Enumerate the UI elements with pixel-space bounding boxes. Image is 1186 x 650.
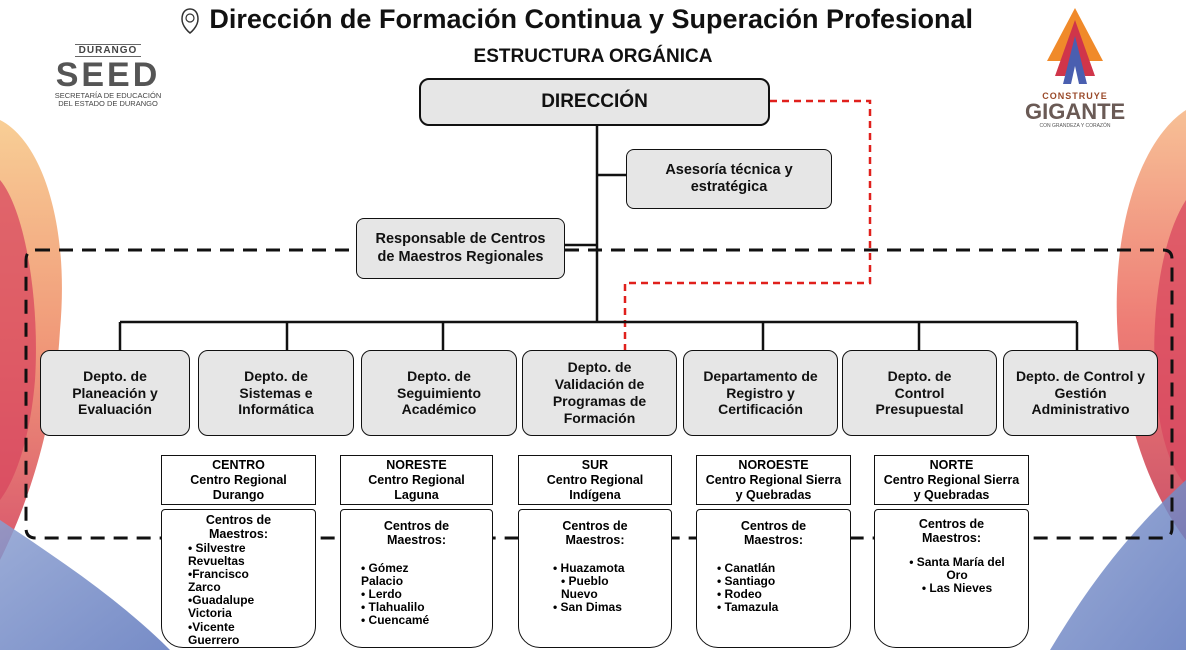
direccion-box: DIRECCIÓN <box>419 78 770 126</box>
list-item: • Tlahualilo <box>361 600 425 615</box>
seed-logo-state: DURANGO <box>74 44 142 57</box>
dept-planeacion: Depto. de Planeación y Evaluación <box>40 350 190 436</box>
seed-logo-line2: DEL ESTADO DE DURANGO <box>58 99 158 109</box>
centros-sur: Centros de Maestros: • Huazamota • Puebl… <box>518 509 672 648</box>
list-item: •Vicente Guerrero <box>188 619 240 647</box>
seed-logo: DURANGO SEED SECRETARÍA DE EDUCACIÓN DEL… <box>42 14 174 109</box>
responsable-label: Responsable de Centros de Maestros Regio… <box>375 231 546 265</box>
list-item: • Santa María del Oro <box>909 554 1005 582</box>
red-dashed-line <box>623 99 872 350</box>
list-item: • Las Nieves <box>921 580 993 595</box>
list-item: • Canatlán <box>717 560 776 575</box>
region-centro: CENTRO Centro Regional Durango <box>161 455 316 505</box>
page-title: Dirección de Formación Continua y Supera… <box>209 4 974 34</box>
centros-centro: Centros de Maestros: • Silvestre Revuelt… <box>161 509 316 648</box>
list-item: • Santiago <box>717 573 776 588</box>
dept-registro: Departamento de Registro y Certificación <box>683 350 838 436</box>
asesoria-label: Asesoría técnica y estratégica <box>665 161 793 195</box>
direccion-label: DIRECCIÓN <box>541 90 648 112</box>
shield-icon <box>179 7 201 40</box>
list-item: •Francisco Zarco <box>188 566 249 595</box>
region-zone: NOROESTE <box>738 457 809 472</box>
region-sur: SUR Centro Regional Indígena <box>518 455 672 505</box>
gigante-figure-icon <box>1047 8 1103 84</box>
dept-control-presupuestal: Depto. de Control Presupuestal <box>842 350 997 436</box>
centros-label: Centros de Maestros: <box>918 517 985 545</box>
page-subtitle: ESTRUCTURA ORGÁNICA <box>473 46 713 67</box>
region-noreste: NORESTE Centro Regional Laguna <box>340 455 493 505</box>
centros-noreste: Centros de Maestros: • Gómez Palacio • L… <box>340 509 493 648</box>
dept-label: Depto. de Planeación y Evaluación <box>72 367 158 418</box>
region-name: Centro Regional Laguna <box>368 472 465 502</box>
region-name: Centro Regional Sierra y Quebradas <box>705 472 842 502</box>
gigante-bottom: CON GRANDEZA Y CORAZÓN <box>1039 123 1111 129</box>
region-name: Centro Regional Indígena <box>546 472 644 502</box>
asesoria-box: Asesoría técnica y estratégica <box>626 149 832 209</box>
dept-label: Depto. de Control Presupuestal <box>875 367 964 418</box>
region-norte: NORTE Centro Regional Sierra y Quebradas <box>874 455 1029 505</box>
list-item: • San Dimas <box>553 600 622 615</box>
centros-label: Centros de Maestros: <box>383 519 450 547</box>
gigante-logo: CONSTRUYE GIGANTE CON GRANDEZA Y CORAZÓN <box>1025 6 1125 141</box>
region-name: Centro Regional Durango <box>190 472 287 502</box>
dept-validacion: Depto. de Validación de Programas de For… <box>522 350 677 436</box>
gigante-top: CONSTRUYE <box>1042 91 1108 101</box>
region-name: Centro Regional Sierra y Quebradas <box>883 472 1020 502</box>
list-item: • Lerdo <box>361 586 402 601</box>
dept-label: Depto. de Control y Gestión Administrati… <box>1015 367 1146 418</box>
dept-seguimiento: Depto. de Seguimiento Académico <box>361 350 517 436</box>
dept-label: Departamento de Registro y Certificación <box>703 367 818 418</box>
gigante-name: GIGANTE <box>1025 99 1126 124</box>
centros-noroeste: Centros de Maestros: • Canatlán • Santia… <box>696 509 851 648</box>
dept-control-gestion: Depto. de Control y Gestión Administrati… <box>1003 350 1158 436</box>
responsable-box: Responsable de Centros de Maestros Regio… <box>356 218 565 279</box>
list-item: • Tamazula <box>717 600 779 615</box>
list-item: • Pueblo Nuevo <box>561 573 609 601</box>
region-zone: CENTRO <box>212 457 265 472</box>
dept-label: Depto. de Seguimiento Académico <box>396 367 481 418</box>
region-noroeste: NOROESTE Centro Regional Sierra y Quebra… <box>696 455 851 505</box>
centros-label: Centros de Maestros: <box>740 519 807 547</box>
seed-logo-name: SEED <box>55 56 161 94</box>
list-item: • Gómez Palacio <box>361 560 409 588</box>
region-zone: NORESTE <box>386 457 447 472</box>
region-zone: SUR <box>581 457 609 472</box>
header: Dirección de Formación Continua y Supera… <box>116 4 1036 40</box>
list-item: • Silvestre Revueltas <box>188 540 246 568</box>
list-item: • Cuencamé <box>361 613 430 628</box>
centros-label: Centros de Maestros: <box>562 519 628 547</box>
dashed-frame <box>24 248 1174 540</box>
centros-norte: Centros de Maestros: • Santa María del O… <box>874 509 1029 648</box>
dept-sistemas: Depto. de Sistemas e Informática <box>198 350 354 436</box>
dept-label: Depto. de Validación de Programas de For… <box>552 359 647 426</box>
seed-logo-line1: SECRETARÍA DE EDUCACIÓN <box>54 91 162 100</box>
dept-label: Depto. de Sistemas e Informática <box>238 367 314 418</box>
centros-label: Centros de Maestros: <box>205 513 272 541</box>
list-item: •Guadalupe Victoria <box>188 593 255 621</box>
list-item: • Huazamota <box>553 560 625 575</box>
list-item: • Rodeo <box>717 586 762 601</box>
region-zone: NORTE <box>929 457 974 472</box>
